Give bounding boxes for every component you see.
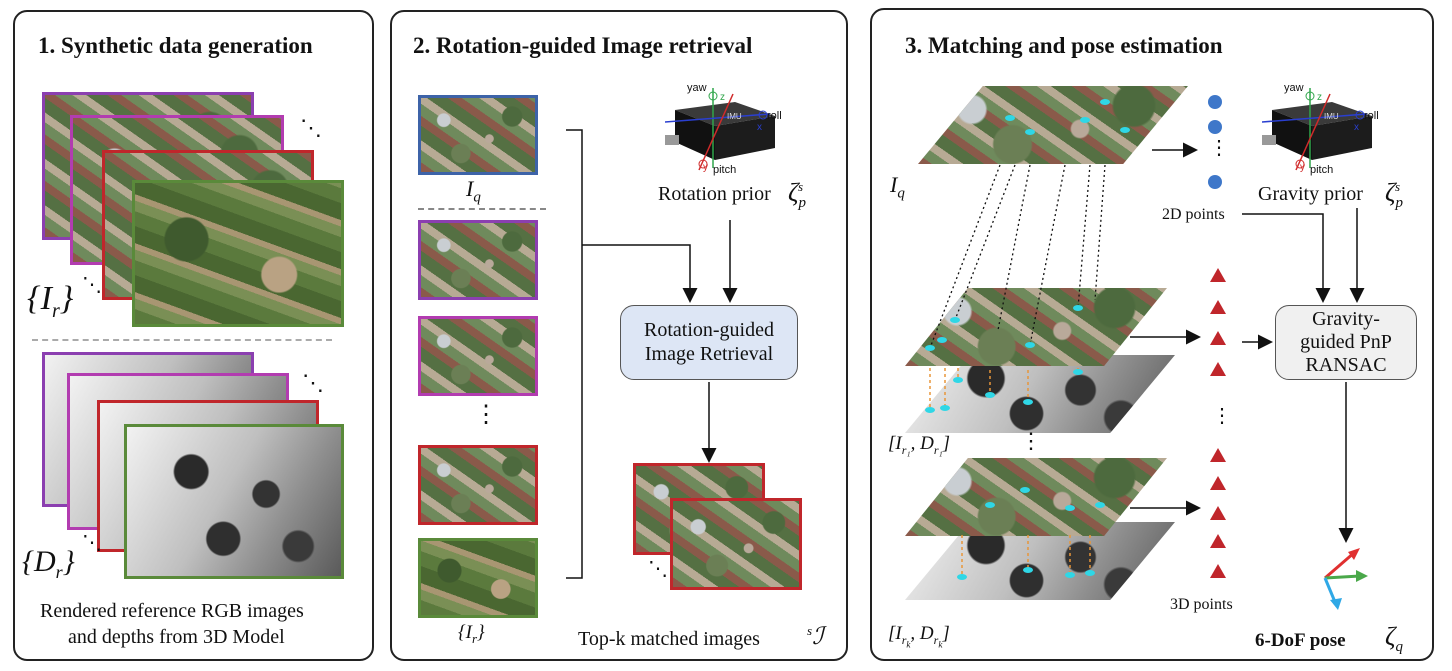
point-2d [1208,175,1222,189]
points-2d-column: ⋮ [1208,95,1229,195]
query-image-label: Iq [466,176,481,206]
points-3d-column: ⋮ [1210,268,1232,588]
panel1-caption-line2: and depths from 3D Model [68,626,285,648]
imu-cube-icon [1261,88,1372,171]
triangle-3d-point [1210,564,1226,578]
imu-chip-label: IMU [1324,112,1339,121]
imu-cube-icon [664,88,775,171]
ref1-keypoints [925,305,1083,351]
pose-label: 6-DoF pose [1255,630,1346,651]
imu-chip-label: IMU [727,112,742,121]
triangle-3d-point [1210,534,1226,548]
points-2d-label: 2D points [1162,206,1225,223]
gravity-prior-symbol: ζps [1385,178,1404,212]
p3-query-label: Iq [890,172,905,202]
candidate-image-4 [418,538,538,618]
ref1-depth-links [929,368,1079,410]
ellipsis-depth-top: ⋱ [302,370,324,395]
pose-axes-icon [1323,548,1368,610]
triangle-3d-point [1210,268,1226,282]
pnp-line2: guided PnP [1300,331,1392,353]
triangle-3d-point [1210,448,1226,462]
panel2-title: 2. Rotation-guided Image retrieval [413,33,753,58]
imu-y-label: y [703,162,708,173]
triangle-3d-point [1210,300,1226,314]
ellipsis-top-right: ⋱ [300,115,322,140]
topk-label: Top-k matched images [578,628,760,650]
query-separator [418,208,546,210]
topk-image-2 [670,498,802,590]
imu-yaw-label: yaw [687,82,707,94]
2d-to-pnp-arrow [1242,213,1331,303]
refk-keypoints [985,487,1105,511]
points-2d-ellipsis: ⋮ [1209,137,1229,159]
triangle-3d-point [1210,476,1226,490]
refs-ellipsis: ⋮ [1020,428,1042,453]
query-image [418,95,538,175]
imu-x-label: x [757,122,762,133]
retrieval-box-line2: Image Retrieval [644,343,774,365]
gravity-pnp-ransac-box: Gravity- guided PnP RANSAC [1275,305,1417,380]
point-2d [1208,120,1222,134]
triangle-3d-point [1210,506,1226,520]
imu-z-label: z [720,92,725,103]
candidate-image-3 [418,445,538,525]
candidates-ellipsis: ⋮ [474,402,498,428]
ellipsis-left-rgb: ⋱ [82,274,102,296]
imu-y-label: y [1300,162,1305,173]
separator-dashed [32,339,332,341]
refk-depth-links [961,535,1091,577]
topk-symbol: sℐ [807,623,824,650]
imu-roll-label: roll [1364,110,1379,122]
pose-symbol: ζq [1385,622,1404,656]
candidate-image-2 [418,316,538,396]
rotation-guided-retrieval-box: Rotation-guided Image Retrieval [620,305,798,380]
imu-yaw-label: yaw [1284,82,1304,94]
retrieval-box-line1: Rotation-guided [644,319,774,341]
rotation-prior-symbol: ζps [788,178,807,212]
pnp-line3: RANSAC [1305,354,1387,376]
triangle-3d-point [1210,331,1226,345]
panel3-title: 3. Matching and pose estimation [905,33,1223,58]
rotation-prior-label: Rotation prior [658,183,771,205]
candidates-bracket [566,129,583,579]
refk-depth-points [957,567,1095,580]
panel1-title: 1. Synthetic data generation [38,33,313,58]
imu-rotation-prior: yaw z roll x IMU y pitch [664,80,785,180]
ref1-depth-points [925,369,1083,413]
candidate-image-1 [418,220,538,300]
imu-z-label: z [1317,92,1322,103]
imu-pitch-label: pitch [713,164,737,176]
points-3d-label: 3D points [1170,596,1233,613]
ref1-label: [Ir₁, Dr₁] [888,433,951,457]
imu-x-label: x [1354,122,1359,133]
topk-ellipsis: ⋱ [648,558,668,580]
ellipsis-depth-left: ⋱ [82,532,102,554]
triangle-3d-point [1210,362,1226,376]
imu-gravity-prior: yaw z roll x IMU y pitch [1261,80,1382,180]
panel1-caption-line1: Rendered reference RGB images [40,600,304,622]
query-keypoints [1005,99,1130,135]
bracket-to-retrieval-arrow [582,244,698,303]
ref-images-label: {Ir} [27,280,74,322]
depth-map-4 [124,424,344,579]
gravity-prior-label: Gravity prior [1258,183,1363,205]
candidates-label: {Ir} [458,622,485,646]
pnp-line1: Gravity- [1312,308,1380,330]
refk-label: [Irk, Drk] [888,623,950,650]
depth-label: {Dr} [22,545,75,582]
point-2d [1208,95,1222,109]
match-lines [929,164,1106,349]
imu-pitch-label: pitch [1310,164,1334,176]
imu-roll-label: roll [767,110,782,122]
ref-image-4 [132,180,344,327]
points-3d-ellipsis: ⋮ [1212,405,1232,427]
